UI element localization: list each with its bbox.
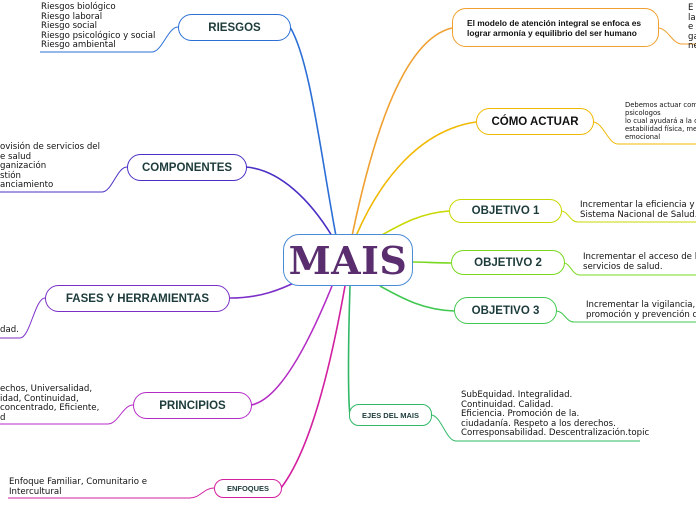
node-riesgos-label: RIESGOS xyxy=(208,21,261,34)
note-obj3: Incrementar la vigilancia, la promoción … xyxy=(586,300,696,320)
node-modelo-label: El modelo de atención integral se enfoca… xyxy=(467,17,642,38)
link-riesgos xyxy=(289,26,337,237)
node-obj3-label: OBJETIVO 3 xyxy=(471,304,540,317)
note-como: Debemos actuar como psicologos lo cual a… xyxy=(625,101,696,141)
link-componentes xyxy=(245,166,333,237)
link-obj1 xyxy=(379,210,450,237)
link-obj3 xyxy=(379,285,455,312)
note-modelo: E la e ga ne xyxy=(688,3,696,52)
link-principios xyxy=(250,285,333,406)
note-fases: dad. xyxy=(0,325,19,335)
node-riesgos[interactable]: RIESGOS xyxy=(178,14,291,41)
node-ejes-del-mais[interactable]: EJES DEL MAIS xyxy=(349,404,432,426)
node-objetivo-1[interactable]: OBJETIVO 1 xyxy=(449,199,562,223)
note-enfoques: Enfoque Familiar, Comunitario e Intercul… xyxy=(9,477,148,497)
node-fases-herramientas[interactable]: FASES Y HERRAMIENTAS xyxy=(45,285,230,312)
note-obj2: Incrementar el acceso de la servicios de… xyxy=(583,252,696,272)
node-principios[interactable]: PRINCIPIOS xyxy=(133,392,252,419)
central-topic[interactable]: MAIS xyxy=(283,234,413,286)
central-topic-label: MAIS xyxy=(288,237,408,283)
node-modelo-atencion[interactable]: El modelo de atención integral se enfoca… xyxy=(452,8,659,47)
link-como xyxy=(355,121,477,237)
note-riesgos: Riesgos biológico Riesgo laboral Riesgo … xyxy=(41,2,156,51)
node-obj1-label: OBJETIVO 1 xyxy=(471,205,540,217)
node-como-actuar[interactable]: CÓMO ACTUAR xyxy=(476,108,594,135)
note-componentes: ovisión de servicios del e salud ganizac… xyxy=(0,142,100,191)
node-enfoques[interactable]: ENFOQUES xyxy=(214,479,282,498)
link-modelo xyxy=(351,27,453,237)
node-componentes[interactable]: COMPONENTES xyxy=(127,154,247,181)
link-ejes xyxy=(347,285,351,416)
node-componentes-label: COMPONENTES xyxy=(141,161,233,174)
link-obj2 xyxy=(412,261,452,264)
note-ejes: SubEquidad. Integralidad. Continuidad. C… xyxy=(461,390,650,439)
node-como-label: CÓMO ACTUAR xyxy=(491,115,579,128)
node-ejes-label: EJES DEL MAIS xyxy=(362,410,419,420)
node-principios-label: PRINCIPIOS xyxy=(159,399,226,412)
node-fases-label: FASES Y HERRAMIENTAS xyxy=(65,292,210,305)
node-obj2-label: OBJETIVO 2 xyxy=(474,256,542,269)
link-enfoques xyxy=(280,285,346,489)
node-objetivo-2[interactable]: OBJETIVO 2 xyxy=(451,250,565,275)
note-principios: echos, Universalidad, idad, Continuidad,… xyxy=(0,384,100,423)
note-obj1: Incrementar la eficiencia y ef Sistema N… xyxy=(580,200,696,220)
node-objetivo-3[interactable]: OBJETIVO 3 xyxy=(454,297,557,324)
node-enfoques-label: ENFOQUES xyxy=(226,484,270,493)
